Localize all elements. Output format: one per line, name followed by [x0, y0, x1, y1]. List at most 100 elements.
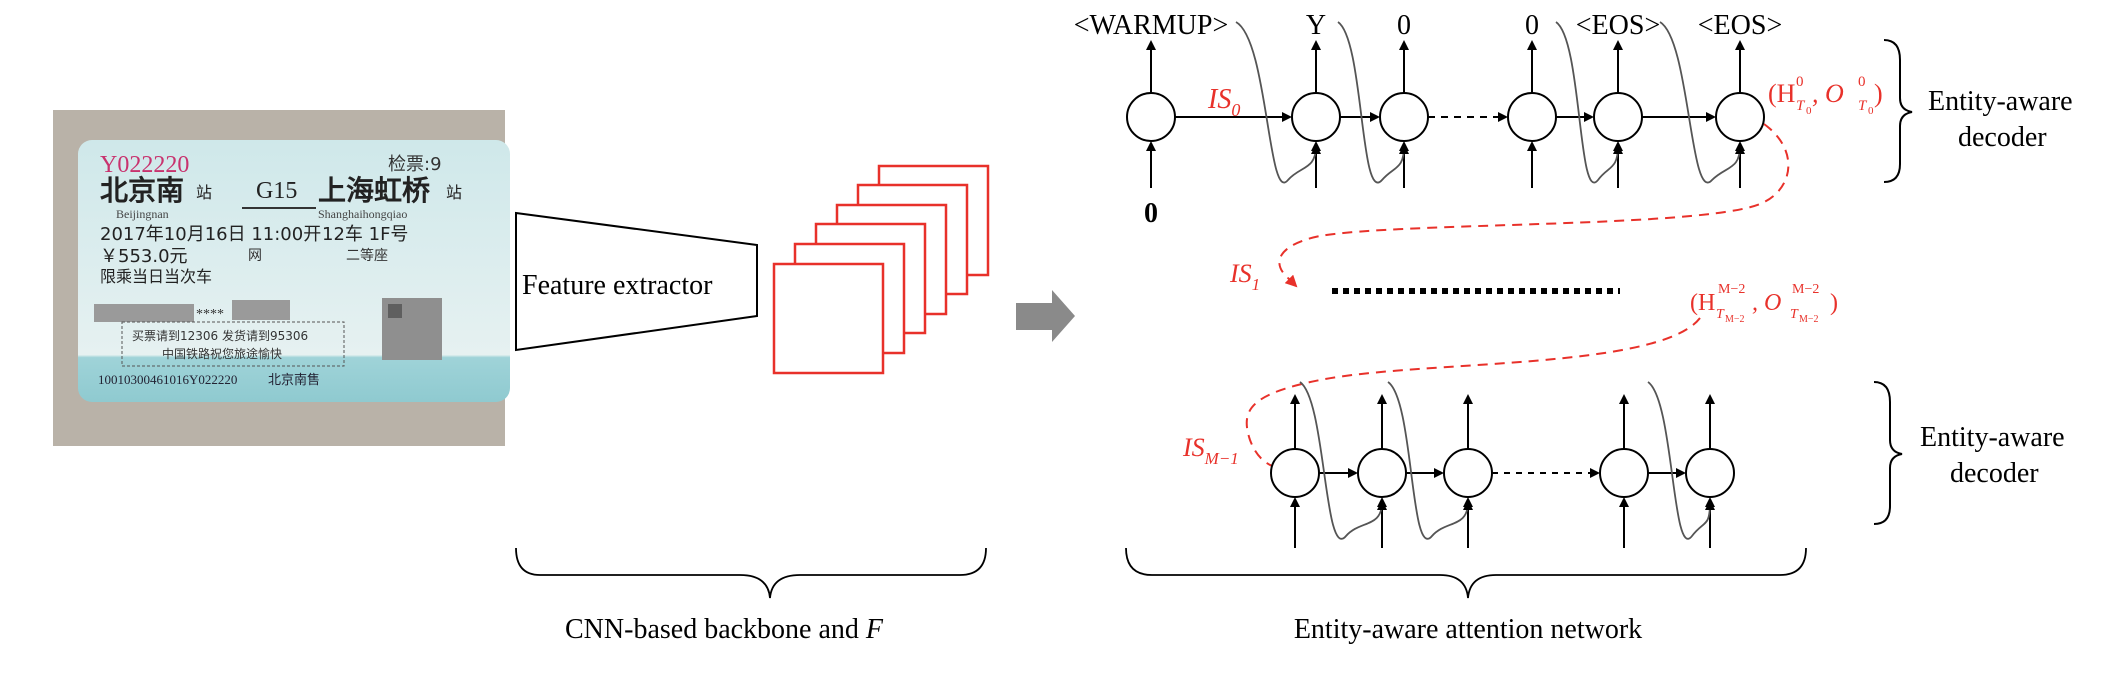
- state-mid-sup-o: M−2: [1792, 282, 1819, 297]
- state-mid-open: (H: [1690, 290, 1715, 316]
- state-mid-sup-h: M−2: [1718, 282, 1745, 297]
- state-mid-subsub-h: M−2: [1725, 314, 1745, 325]
- state-mid: , O: [1812, 79, 1844, 108]
- ticket-to-pinyin: Shanghaihongqiao: [318, 207, 407, 221]
- feedback-loop: [1299, 381, 1387, 540]
- feedback-loop: [1337, 21, 1409, 184]
- state-close: ): [1874, 79, 1883, 108]
- state-mid-sub-o: T: [1790, 307, 1799, 322]
- decoder-cell: [1685, 448, 1735, 498]
- output-label-0: <WARMUP>: [1074, 10, 1229, 41]
- train-ticket-image: Y022220 检票:9 北京南 站 Beijingnan G15 上海虹桥 站…: [53, 110, 510, 446]
- ticket-barcode-number: 10010300461016Y022220: [98, 372, 237, 387]
- state-transfer-curve-1: [1278, 123, 1790, 279]
- ticket-restriction: 限乘当日当次车: [100, 267, 212, 286]
- decoder-cell: [1507, 92, 1557, 142]
- state-subsub-h: 0: [1806, 105, 1812, 117]
- output-label-2: 0: [1397, 10, 1411, 41]
- state-open: (H: [1768, 79, 1796, 108]
- decoder-cell: [1126, 92, 1176, 142]
- decoder-cell: [1599, 448, 1649, 498]
- feature-map: [772, 262, 885, 375]
- feature-extractor: Feature extractor: [515, 211, 758, 352]
- decoder-cell: [1291, 92, 1341, 142]
- ticket-from-station: 北京南: [100, 174, 184, 207]
- middle-section: IS1 (H M−2 T M−2 , O M−2 T M−2 ): [1229, 123, 1838, 472]
- feature-extractor-label: Feature extractor: [522, 270, 713, 301]
- state-subsub-o: 0: [1868, 105, 1874, 117]
- ticket-train-number: G15: [256, 178, 297, 204]
- ticket-datetime: 2017年10月16日 11:00开: [100, 224, 321, 245]
- decoder-brace-bottom: [1873, 381, 1903, 525]
- ticket-price: ￥553.0元: [100, 246, 188, 267]
- state-label-top: (H 0 T 0 , O 0 T 0 ): [1768, 74, 1883, 117]
- ticket-to-station: 上海虹桥: [318, 174, 430, 207]
- decoder-brace-top: [1883, 39, 1913, 183]
- brace-label-bottom-line1: Entity-aware: [1920, 422, 2065, 453]
- ticket-seat-class: 二等座: [346, 247, 388, 264]
- backbone-caption-symbol: F: [865, 614, 884, 645]
- backbone-caption: CNN-based backbone and F: [565, 614, 884, 645]
- ticket-price-note: 网: [248, 248, 262, 264]
- flow-arrow: [1016, 290, 1075, 342]
- decoder-cell: [1270, 448, 1320, 498]
- feedback-loop: [1659, 21, 1745, 184]
- ticket-id-mask-1: [94, 304, 194, 322]
- is1-sub: 1: [1252, 275, 1261, 294]
- ticket-notice-2: 中国铁路祝您旅途愉快: [162, 346, 282, 361]
- state-mid-close: ): [1830, 290, 1838, 316]
- is0-label: IS0: [1207, 84, 1240, 120]
- decoder-cell: [1379, 92, 1429, 142]
- is0-base: IS: [1207, 84, 1231, 115]
- bottom-decoder: ISM−1 Entity-aware decoder: [1182, 381, 2065, 548]
- feedback-loop: [1235, 21, 1321, 184]
- feedback-loop: [1647, 381, 1715, 540]
- ticket-car-seat: 12车 1F号: [322, 224, 408, 245]
- ticket-qr-corner: [388, 304, 402, 318]
- state-transfer-arrowhead-1: [1284, 274, 1298, 288]
- state-mid-sub-h: T: [1716, 307, 1725, 322]
- ticket-number: Y022220: [100, 152, 189, 178]
- state-transfer-curve-2: [1245, 317, 1701, 467]
- decoder-cell: [1357, 448, 1407, 498]
- is-m1-sub: M−1: [1204, 449, 1239, 468]
- ticket-to-suffix: 站: [446, 183, 462, 202]
- attention-caption: Entity-aware attention network: [1294, 614, 1642, 645]
- backbone-brace: [515, 547, 987, 599]
- state-label-middle: (H M−2 T M−2 , O M−2 T M−2 ): [1690, 282, 1838, 325]
- ticket-notice-box: [121, 321, 345, 367]
- is1-label: IS1: [1229, 259, 1260, 294]
- output-label-4: <EOS>: [1576, 10, 1660, 41]
- output-label-5: <EOS>: [1698, 10, 1782, 41]
- state-sub-o: T: [1858, 98, 1868, 114]
- backbone-caption-text: CNN-based backbone and: [565, 614, 866, 645]
- state-sup-o: 0: [1858, 74, 1866, 90]
- ticket-from-suffix: 站: [196, 183, 212, 202]
- decoder-cell: [1593, 92, 1643, 142]
- input-zero-label: 0: [1144, 198, 1158, 229]
- brace-label-top-line2: decoder: [1958, 122, 2047, 153]
- is-m1-base: IS: [1182, 433, 1205, 462]
- ticket-from-pinyin: Beijingnan: [116, 207, 169, 221]
- state-sup-h: 0: [1796, 74, 1804, 90]
- ticket-sale-station: 北京南售: [268, 372, 320, 388]
- state-sub-h: T: [1796, 98, 1806, 114]
- attention-brace: [1125, 547, 1807, 599]
- top-decoder: <WARMUP> Y 0 0 <EOS> <EOS> 0 IS0 (H 0 T …: [1074, 10, 2073, 229]
- output-label-1: Y: [1306, 10, 1326, 41]
- ticket-notice-1: 买票请到12306 发货请到95306: [132, 328, 308, 343]
- is1-base: IS: [1229, 259, 1252, 288]
- feedback-loop: [1555, 21, 1623, 184]
- ticket-id-mask-2: [232, 300, 290, 320]
- state-mid-subsub-o: M−2: [1799, 314, 1819, 325]
- output-label-3: 0: [1525, 10, 1539, 41]
- feedback-loop: [1387, 381, 1473, 540]
- decoder-cell: [1715, 92, 1765, 142]
- is0-sub: 0: [1231, 100, 1240, 120]
- ticket-masked-id: ****: [196, 307, 224, 322]
- state-mid-mid: , O: [1752, 290, 1781, 316]
- is-m1-label: ISM−1: [1182, 433, 1239, 468]
- brace-label-bottom-line2: decoder: [1950, 458, 2039, 489]
